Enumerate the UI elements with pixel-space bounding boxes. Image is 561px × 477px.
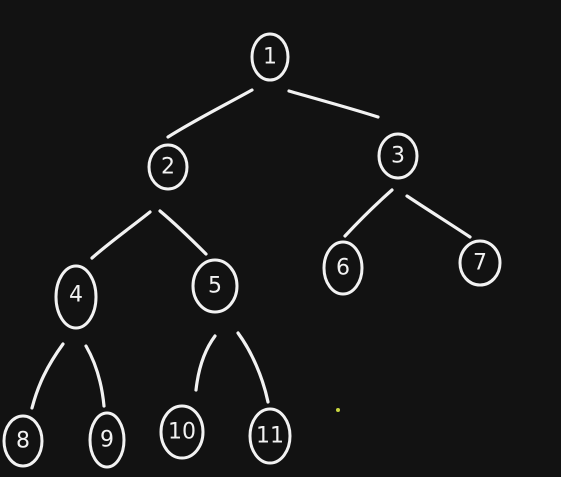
tree-node-9: 9 [88,411,126,469]
node-label: 2 [161,155,175,180]
node-label: 8 [16,429,30,454]
node-label: 10 [168,420,196,445]
tree-node-7: 7 [458,239,502,287]
node-layer: 1 2 3 4 5 6 7 [2,32,502,469]
edge-4-9 [84,344,106,408]
node-label: 7 [473,251,487,276]
tree-node-6: 6 [322,240,364,296]
node-ring [191,258,239,314]
edge-3-6 [343,188,394,238]
tree-node-5: 5 [191,258,239,314]
node-ring [458,239,502,287]
edge-1-2 [166,88,254,139]
edge-1-3 [287,89,380,119]
edge-2-5 [158,209,208,256]
tree-node-3: 3 [377,132,419,180]
tree-node-4: 4 [54,264,98,330]
node-label: 5 [208,274,222,299]
edge-3-7 [405,194,472,239]
node-ring [322,240,364,296]
node-ring [248,407,292,465]
node-label: 1 [263,45,277,70]
node-ring [88,411,126,469]
node-label: 11 [256,424,284,449]
tree-node-1: 1 [250,32,290,82]
edge-2-4 [90,210,152,260]
edge-4-8 [30,342,65,410]
stray-pen-dot [336,408,340,412]
node-ring [2,414,44,468]
node-ring [377,132,419,180]
node-ring [54,264,98,330]
edge-5-10 [194,334,217,392]
edge-5-11 [236,331,270,404]
tree-node-11: 11 [248,407,292,465]
node-label: 3 [391,144,405,169]
edge-layer [30,88,472,410]
tree-node-8: 8 [2,414,44,468]
node-label: 9 [100,428,114,453]
node-label: 6 [336,256,350,281]
node-ring [159,404,205,460]
tree-node-2: 2 [147,143,189,191]
node-label: 4 [69,283,83,308]
node-ring [250,32,290,82]
node-ring [147,143,189,191]
tree-node-10: 10 [159,404,205,460]
